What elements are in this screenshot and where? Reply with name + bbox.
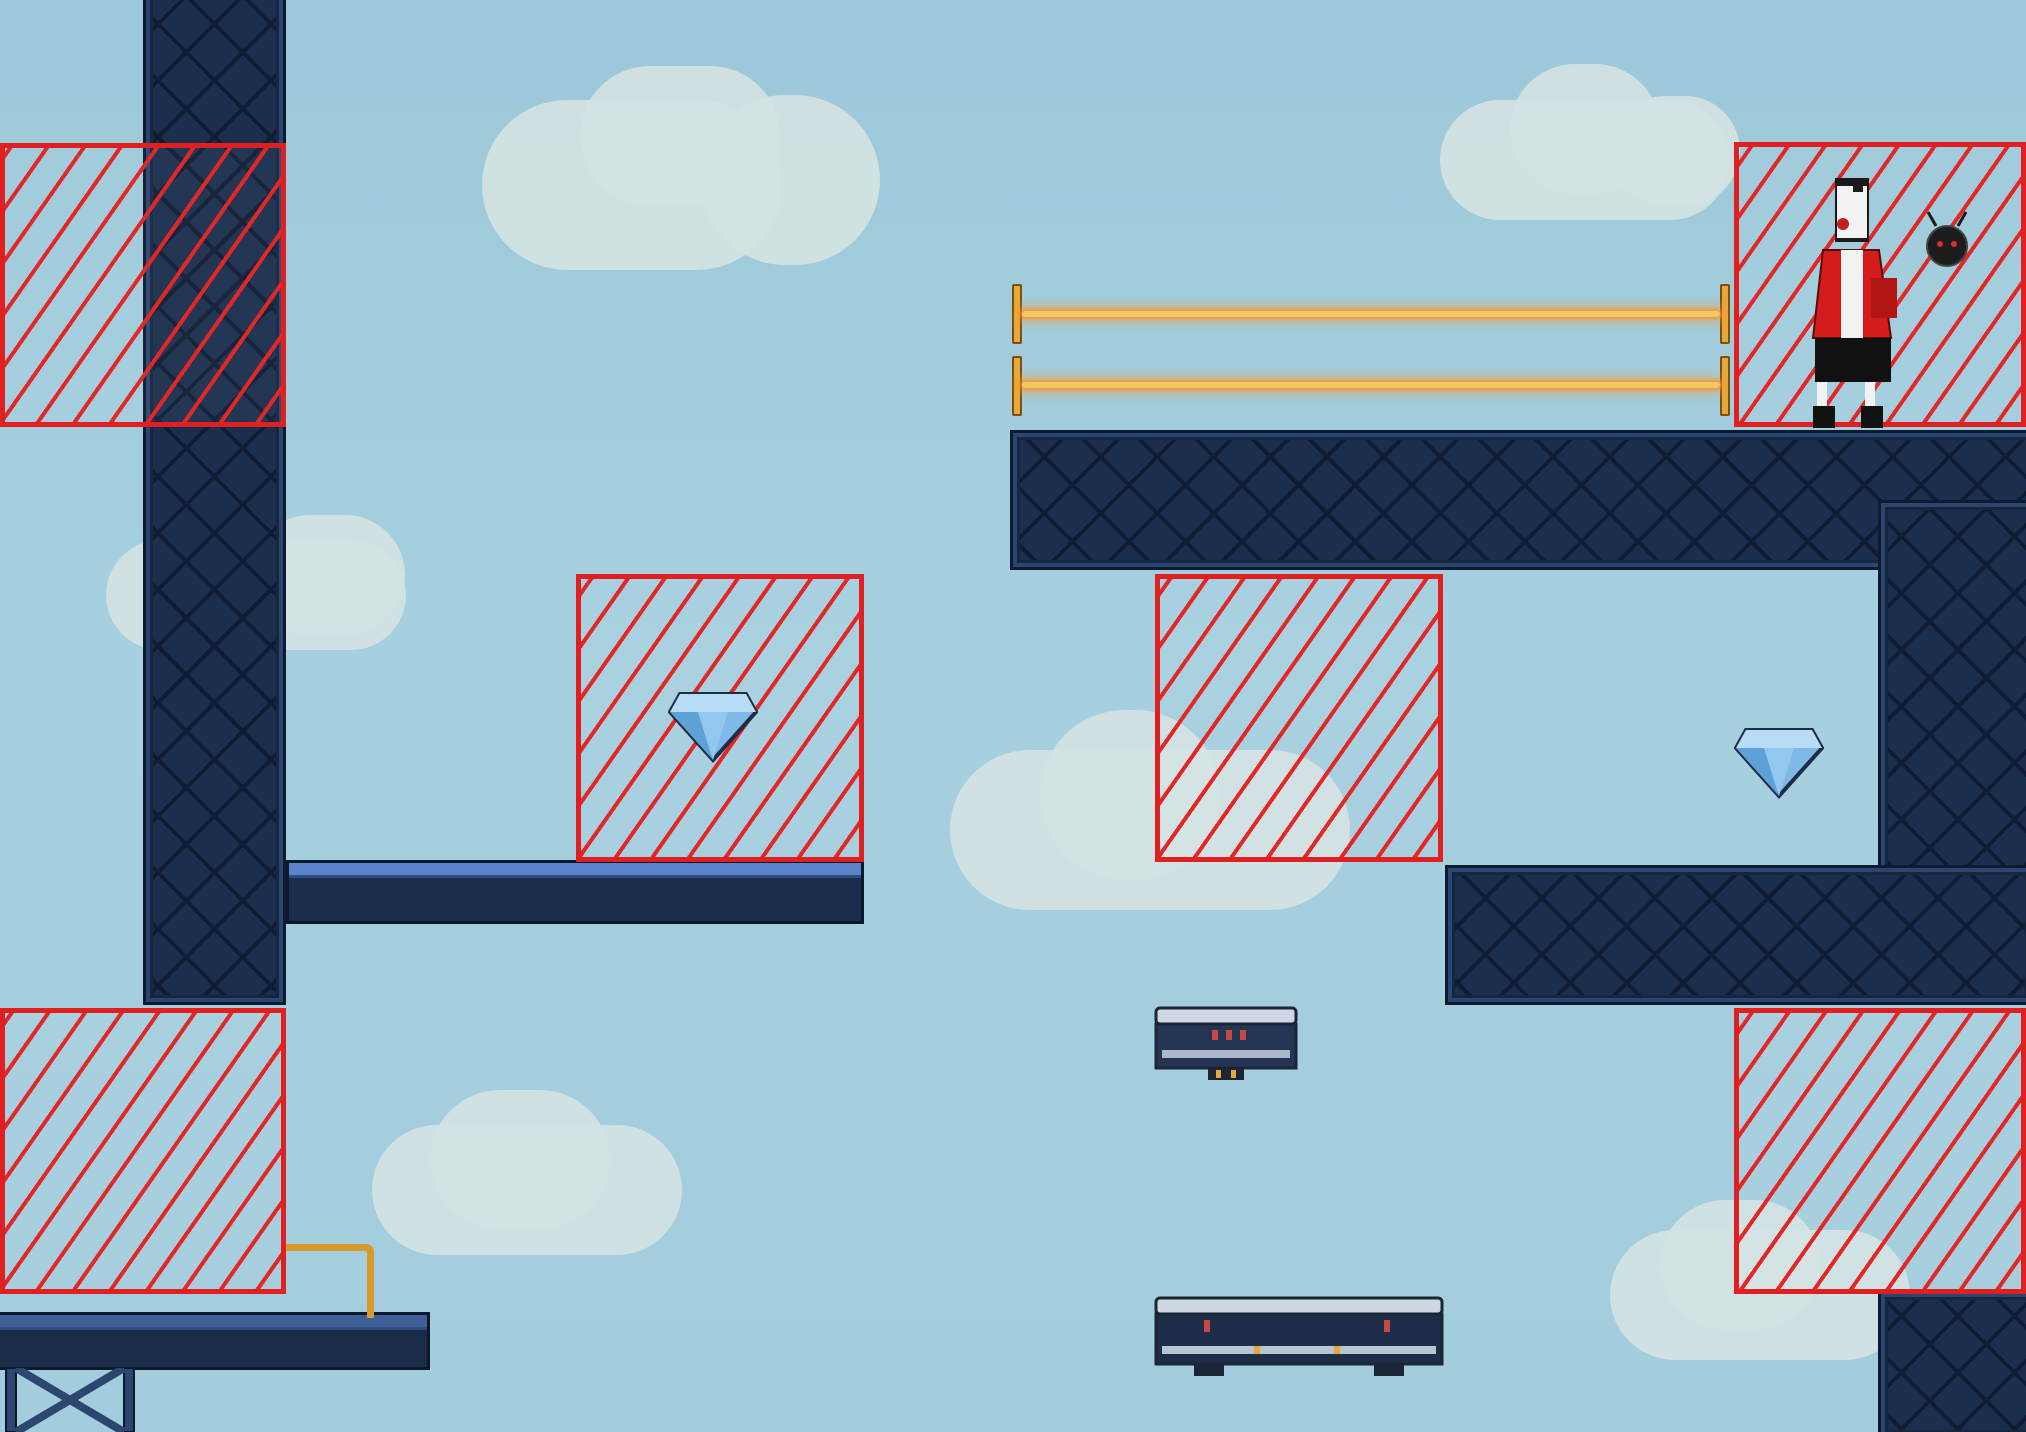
yellow-pipe: [286, 1244, 374, 1318]
hover-platform-large: [1154, 1296, 1444, 1376]
bottom-left-truss: [5, 1368, 135, 1432]
hazard-block: [0, 143, 286, 427]
blue-diamond-icon: [668, 692, 758, 763]
middle-right-girder: [1445, 865, 2026, 1005]
bottom-right-girder: [1878, 1290, 2026, 1432]
laser-beam: [1022, 311, 1720, 317]
laser-beam: [1022, 382, 1720, 388]
hazard-block: [1155, 574, 1443, 862]
player-character: [1811, 178, 1897, 428]
hover-platform-small: [1154, 1006, 1298, 1080]
laser-emitter-right: [1720, 284, 1730, 344]
laser-emitter-right: [1720, 356, 1730, 416]
bottom-left-ledge: [0, 1312, 430, 1370]
left-ledge-platform: [286, 860, 864, 924]
companion-drone: [1926, 211, 1968, 267]
laser-emitter-left: [1012, 284, 1022, 344]
hazard-block: [0, 1008, 286, 1294]
laser-emitter-left: [1012, 356, 1022, 416]
hazard-block: [1734, 1008, 2026, 1294]
upper-right-girder: [1010, 430, 2026, 570]
blue-diamond-icon: [1734, 728, 1824, 799]
